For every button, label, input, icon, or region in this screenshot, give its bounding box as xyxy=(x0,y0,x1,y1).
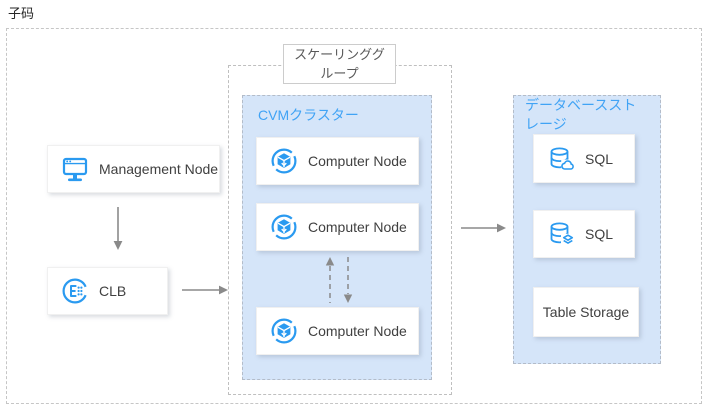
arrow-scaling-group-to-database xyxy=(461,221,507,235)
cvm-icon xyxy=(270,317,298,345)
dashed-arrow-up xyxy=(323,257,337,303)
sql-label: SQL xyxy=(585,226,614,242)
dashed-arrow-down xyxy=(341,257,355,303)
database-layers-icon xyxy=(547,220,575,248)
database-storage-title: データベースストレージ xyxy=(525,97,637,132)
sql-card-2: SQL xyxy=(533,210,635,258)
management-node-label: Management Node xyxy=(99,161,219,177)
cvm-icon xyxy=(270,213,298,241)
scaling-group-title: スケーリンググループ xyxy=(283,44,396,84)
table-storage-card: Table Storage xyxy=(533,287,639,337)
computer-node-label: Computer Node xyxy=(308,153,407,169)
cvm-icon xyxy=(270,147,298,175)
page-title: 子码 xyxy=(8,6,35,21)
arrow-clb-to-scaling-group xyxy=(182,283,229,297)
sql-label: SQL xyxy=(585,150,614,167)
computer-node-card-2: Computer Node xyxy=(256,203,419,251)
monitor-icon xyxy=(61,155,89,183)
management-node-card: Management Node xyxy=(47,145,220,193)
cvm-cluster-title: CVMクラスター xyxy=(258,107,359,123)
database-cloud-icon xyxy=(547,145,575,173)
arrow-management-to-clb xyxy=(111,207,125,251)
computer-node-label: Computer Node xyxy=(308,219,407,235)
load-balancer-icon xyxy=(61,277,89,305)
computer-node-card-3: Computer Node xyxy=(256,307,419,355)
outer-dashed-region xyxy=(6,28,702,404)
clb-label: CLB xyxy=(99,283,127,299)
computer-node-card-1: Computer Node xyxy=(256,137,419,185)
clb-card: CLB xyxy=(47,267,168,315)
computer-node-label: Computer Node xyxy=(308,323,407,339)
sql-card-1: SQL xyxy=(533,134,635,183)
table-storage-label: Table Storage xyxy=(542,304,630,320)
